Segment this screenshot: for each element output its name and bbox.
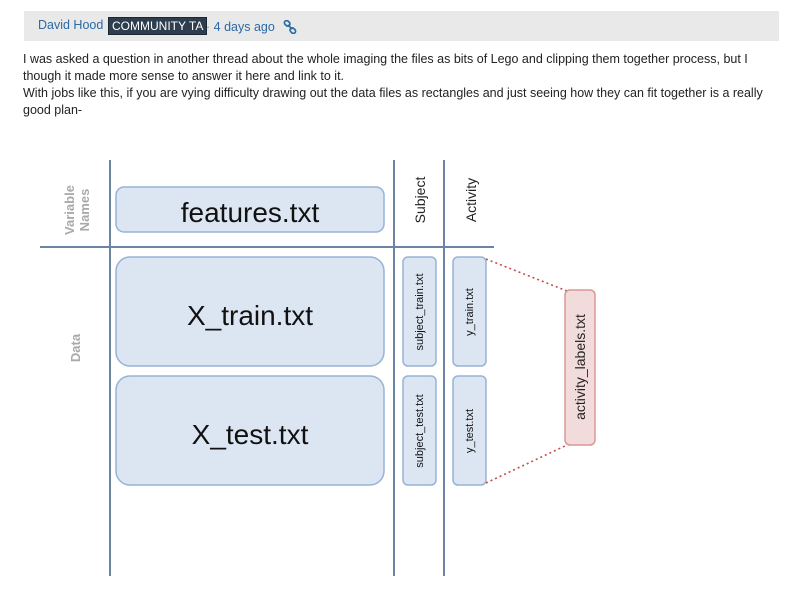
x-test-label: X_test.txt (192, 419, 309, 450)
post-paragraph: With jobs like this, if you are vying di… (23, 86, 763, 117)
subject-column-label: Subject (412, 177, 428, 224)
subject-train-label: subject_train.txt (414, 273, 426, 350)
connector-top (485, 258, 568, 292)
activity-labels-box (564, 289, 596, 446)
y-test-label: y_test.txt (464, 409, 476, 453)
subject-train-box (402, 256, 437, 367)
file-layout-diagram: Variable Names Data Subject Activity fea… (36, 158, 636, 580)
y-train-box (452, 256, 487, 367)
x-train-label: X_train.txt (187, 300, 313, 331)
connector-bottom (485, 444, 568, 484)
y-train-label: y_train.txt (464, 288, 476, 336)
post-timestamp[interactable]: · 4 days ago (206, 20, 275, 34)
post-header: David Hood COMMUNITY TA · 4 days ago (24, 11, 779, 41)
variable-names-label: Variable Names (62, 185, 92, 235)
variable-names-line1: Variable (62, 185, 77, 235)
post-paragraph: I was asked a question in another thread… (23, 52, 748, 83)
variable-names-line2: Names (77, 189, 92, 232)
activity-labels-label: activity_labels.txt (572, 314, 588, 420)
y-test-box (452, 375, 487, 486)
subject-test-box (402, 375, 437, 486)
link-icon[interactable] (283, 20, 297, 34)
post-body: I was asked a question in another thread… (23, 51, 783, 119)
features-label: features.txt (181, 197, 320, 228)
author-name[interactable]: David Hood (38, 18, 104, 32)
x-test-box (115, 375, 385, 486)
subject-test-label: subject_test.txt (414, 394, 426, 467)
x-train-box (115, 256, 385, 367)
timestamp-text[interactable]: 4 days ago (213, 20, 275, 34)
separator: · (206, 20, 211, 34)
community-ta-badge: COMMUNITY TA (108, 17, 208, 35)
features-box (115, 186, 385, 233)
diagram-svg: Variable Names Data Subject Activity fea… (40, 160, 596, 576)
data-row-label: Data (68, 333, 83, 362)
activity-column-label: Activity (463, 178, 479, 222)
